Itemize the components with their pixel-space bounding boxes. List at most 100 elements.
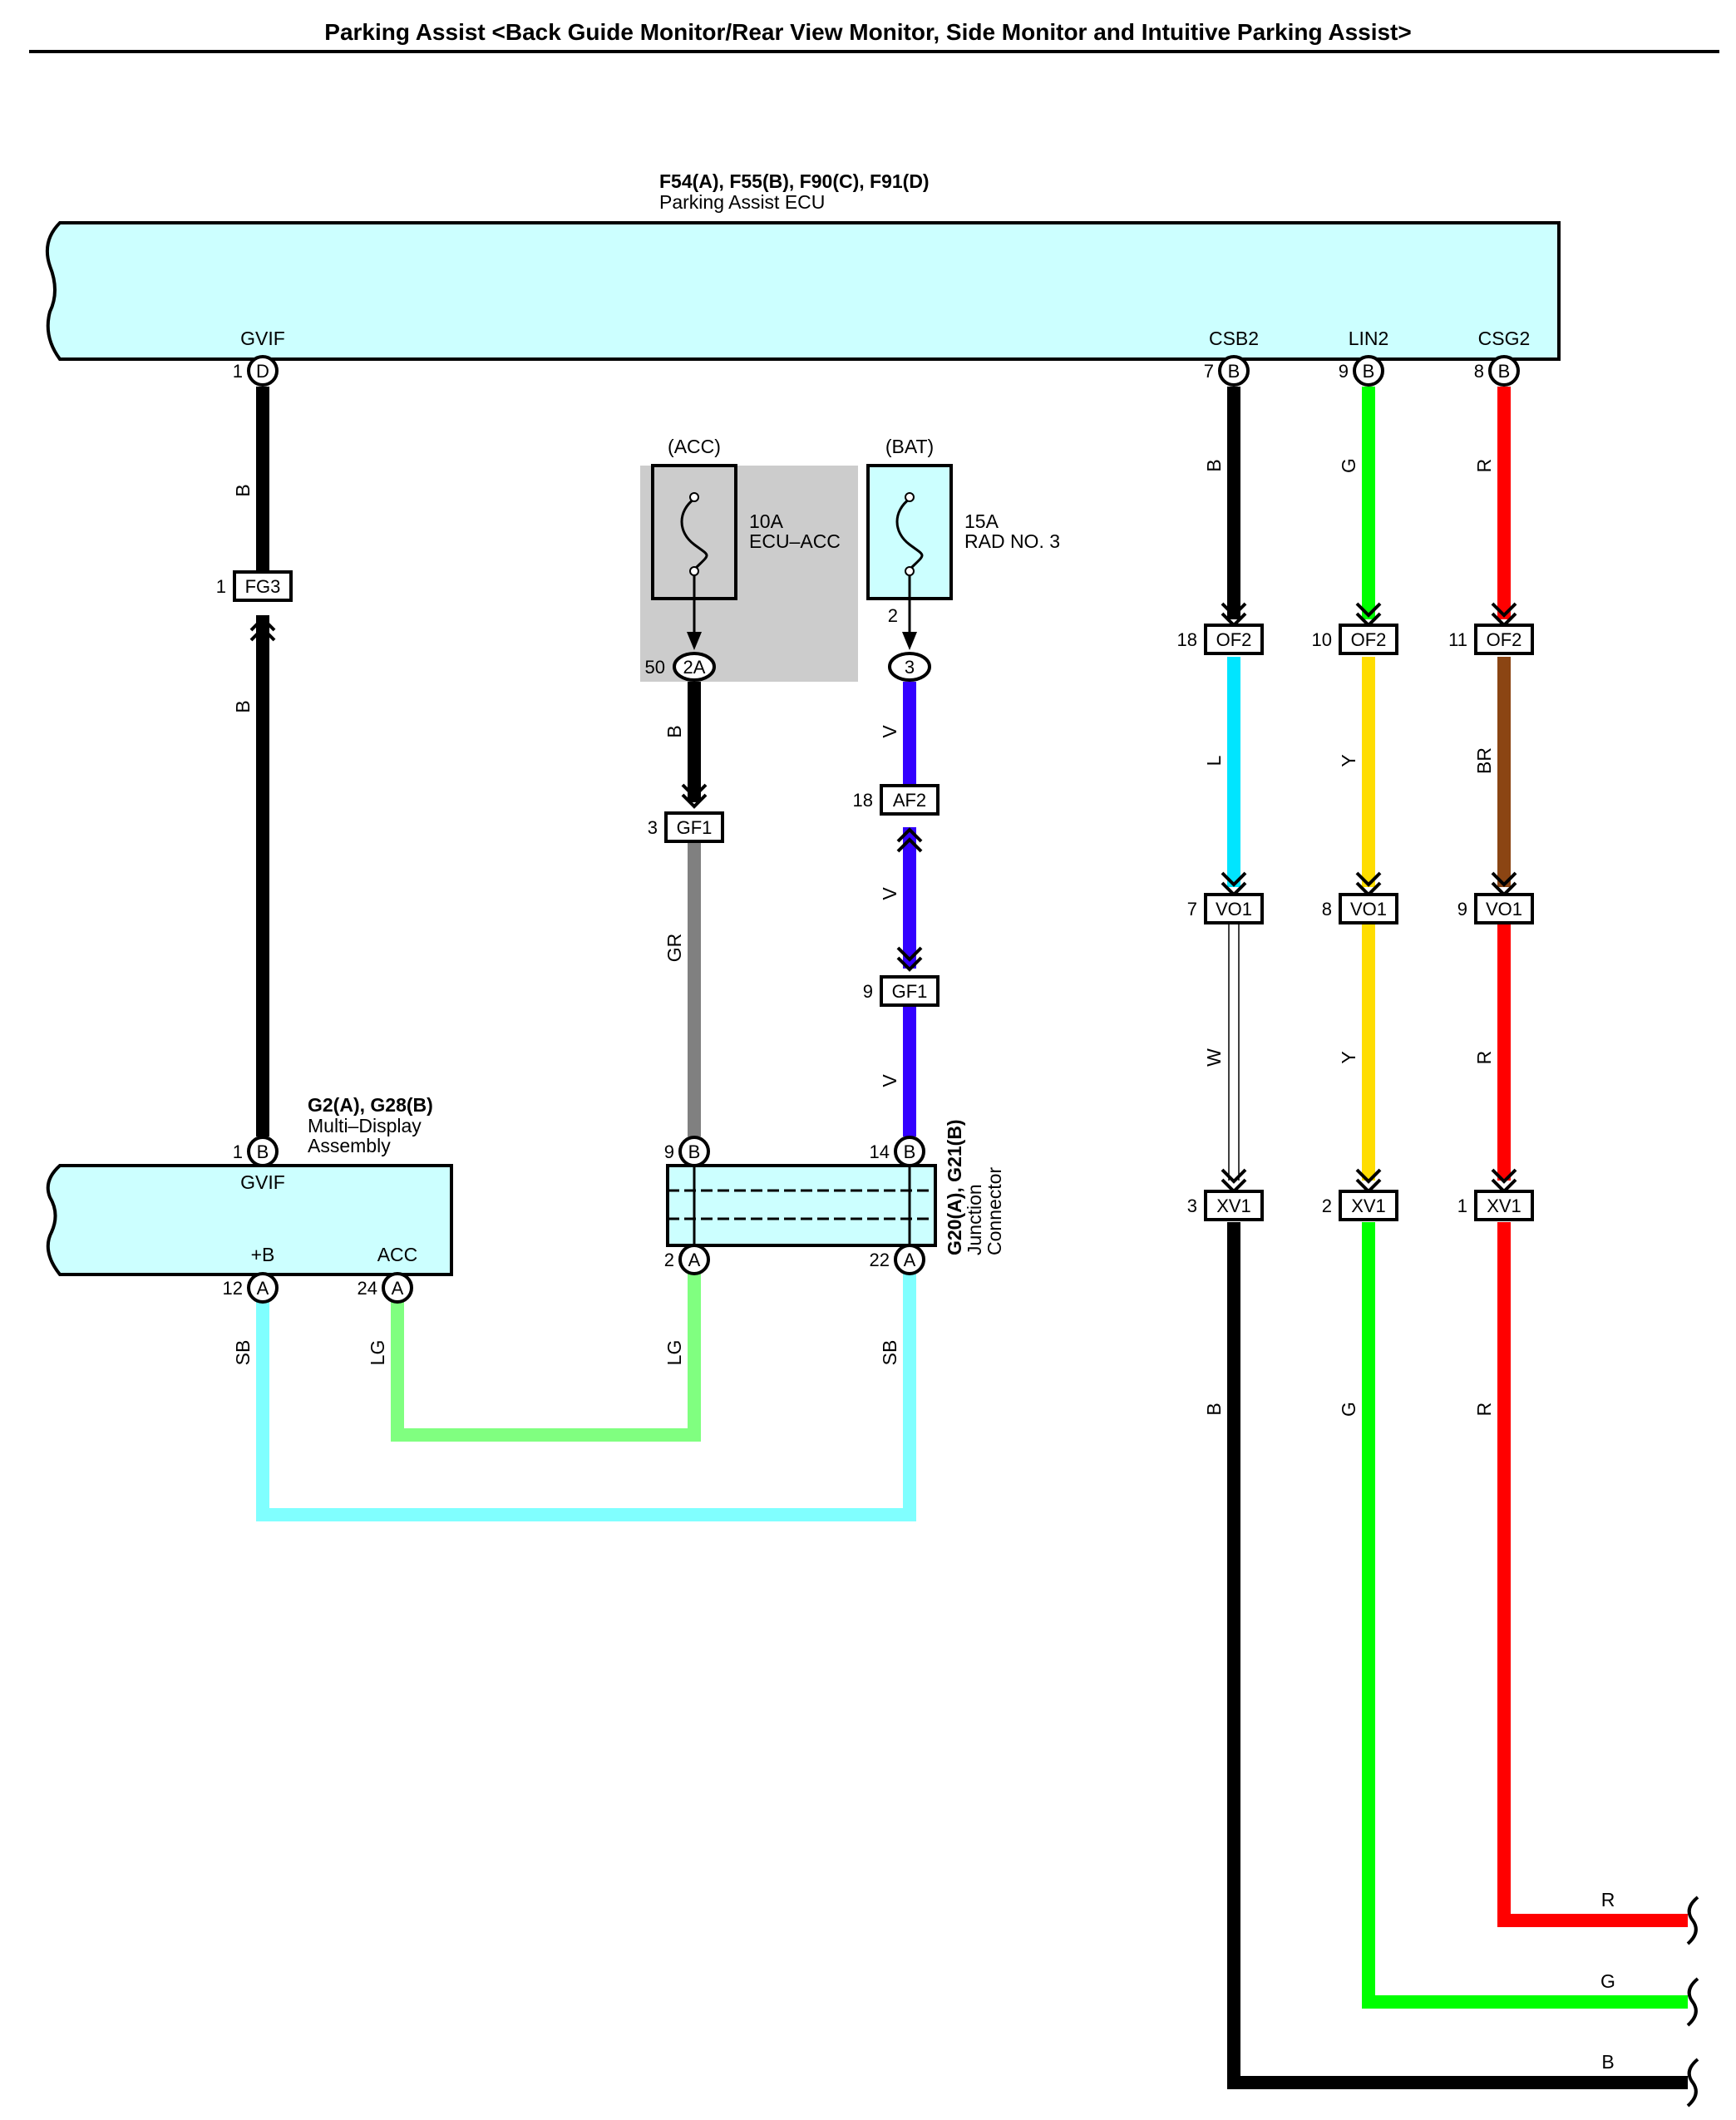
fuse-acc-name: ECU–ACC (749, 530, 841, 552)
wire-label: LG (367, 1340, 388, 1366)
mda-name-line2: Assembly (308, 1135, 391, 1156)
connector-vo1-3-box (1474, 893, 1534, 924)
mda-pin-b-terminal (247, 1272, 279, 1304)
mda-pin-b-num: 12 (223, 1278, 243, 1299)
connector-xv1-2: XV1 2 (1322, 1190, 1398, 1221)
ecu-pin-label-csb2: CSB2 (1209, 328, 1259, 349)
connector-xv1-2-box (1339, 1190, 1398, 1221)
ecu-pin-gvif-num: 1 (233, 361, 243, 382)
ecu-pin-label-lin2: LIN2 (1349, 328, 1389, 349)
wire-label: L (1203, 755, 1225, 766)
fuse-bat-source: (BAT) (885, 436, 934, 457)
wire-label: B (232, 700, 254, 712)
connector-xv1-3-code: XV1 (1487, 1196, 1521, 1216)
connector-of2-2-code: OF2 (1351, 629, 1387, 650)
junction-name-line2: Connector (984, 1167, 1005, 1255)
wire-label: B (1601, 2051, 1614, 2073)
connector-xv1-3-pin: 1 (1457, 1196, 1467, 1216)
connector-gf1-a-code: GF1 (677, 817, 713, 838)
wire-label: G (1338, 458, 1359, 473)
relay-block-area (640, 466, 858, 682)
ecu-name: Parking Assist ECU (659, 191, 825, 213)
fuse-acc-pin: 50 (645, 657, 665, 678)
connector-of2-1-code: OF2 (1216, 629, 1252, 650)
wire-sb-loop (256, 1272, 916, 1521)
connector-of2-2-box (1339, 624, 1398, 655)
fuse-bat-arrow-icon (902, 632, 917, 650)
connector-of2-3-box (1474, 624, 1534, 655)
connector-vo1-1-pin: 7 (1187, 899, 1197, 919)
junction-pin-22-num: 22 (870, 1250, 890, 1270)
mda-pin-acc-conn: A (392, 1278, 404, 1299)
wire-label: SB (879, 1340, 900, 1366)
connector-gf1-b-pin: 9 (863, 981, 873, 1002)
ecu-pin-lin2-conn: B (1363, 361, 1375, 382)
wire-label: V (879, 1074, 900, 1087)
wire-label: G (1338, 1402, 1359, 1417)
connector-of2-1-box (1204, 624, 1264, 655)
diagram-title: Parking Assist <Back Guide Monitor/Rear … (324, 19, 1411, 45)
wire-label: R (1473, 1051, 1495, 1065)
connector-af2-box (880, 784, 940, 816)
connector-xv1-1: XV1 3 (1187, 1190, 1264, 1221)
wire-label: Y (1338, 754, 1359, 767)
connector-xv1-2-code: XV1 (1351, 1196, 1386, 1216)
wire-label: B (1203, 459, 1225, 471)
mda-pin-gvif-conn: B (257, 1141, 269, 1162)
fuse-bat-terminal-label: 3 (905, 657, 915, 678)
fuse-bat-top-node (905, 492, 915, 502)
ecu-codes: F54(A), F55(B), F90(C), F91(D) (659, 170, 930, 192)
wire-label: W (1203, 1048, 1225, 1067)
wire-label: B (1203, 1403, 1225, 1415)
connector-of2-2: OF2 10 (1312, 624, 1398, 655)
connector-vo1-2-box (1339, 893, 1398, 924)
mda-pin-gvif-label: GVIF (240, 1171, 285, 1193)
junction-pin-2-terminal (678, 1244, 710, 1275)
wire-label: V (879, 887, 900, 900)
wire-label: R (1473, 1403, 1495, 1417)
connector-of2-3: OF2 11 (1448, 624, 1534, 655)
wire-label: GR (663, 934, 685, 963)
connector-vo1-3: VO1 9 (1457, 893, 1534, 924)
wire-lin2-g-out (1362, 1222, 1688, 2009)
junction-pin-14-num: 14 (870, 1141, 890, 1162)
ecu-pin-lin2-num: 9 (1339, 361, 1349, 382)
ecu-pin-csb2-terminal (1218, 355, 1250, 387)
ecu-pin-gvif-terminal (247, 355, 279, 387)
wire-lg-loop (391, 1272, 701, 1442)
fuse-acc-top-node (689, 492, 699, 502)
parking-assist-ecu-box (46, 221, 1561, 361)
wire-label: B (663, 725, 685, 737)
ecu-pin-csg2-num: 8 (1474, 361, 1484, 382)
connector-fg3-box (233, 570, 293, 602)
fuse-acc-rating: 10A (749, 510, 784, 532)
connector-af2-code: AF2 (893, 790, 926, 811)
connector-fg3: FG3 1 (216, 570, 293, 602)
mda-pin-gvif-num: 1 (233, 1141, 243, 1162)
junction-pin-2-conn: A (688, 1250, 701, 1270)
wire-label: R (1601, 1889, 1615, 1910)
connector-vo1-3-code: VO1 (1486, 899, 1522, 919)
ecu-pin-csb2-num: 7 (1204, 361, 1214, 382)
ecu-pin-label-csg2: CSG2 (1478, 328, 1531, 349)
wire-break-g-icon (1686, 1977, 1699, 2027)
connector-vo1-1-code: VO1 (1216, 899, 1252, 919)
mda-pin-acc-label: ACC (377, 1244, 418, 1265)
junction-pin-9-num: 9 (664, 1141, 674, 1162)
connector-vo1-3-pin: 9 (1457, 899, 1467, 919)
wire-label: R (1473, 459, 1495, 473)
mda-pin-acc-num: 24 (358, 1278, 377, 1299)
connector-of2-3-pin: 11 (1448, 629, 1467, 650)
connector-xv1-1-pin: 3 (1187, 1196, 1197, 1216)
mda-pin-b-label: +B (251, 1244, 275, 1265)
fuse-acc-source: (ACC) (668, 436, 721, 457)
connector-of2-1: OF2 18 (1177, 624, 1264, 655)
fuse-acc-terminal-label: 2A (683, 657, 706, 678)
connector-gf1-b-box (880, 975, 940, 1007)
fuse-acc-icon (680, 497, 708, 571)
connector-gf1-a-box (664, 811, 724, 843)
junction-pin-2-num: 2 (664, 1250, 674, 1270)
connector-gf1-b-code: GF1 (892, 981, 928, 1002)
fuse-bat-icon (895, 497, 924, 571)
wire-label: SB (232, 1340, 254, 1366)
